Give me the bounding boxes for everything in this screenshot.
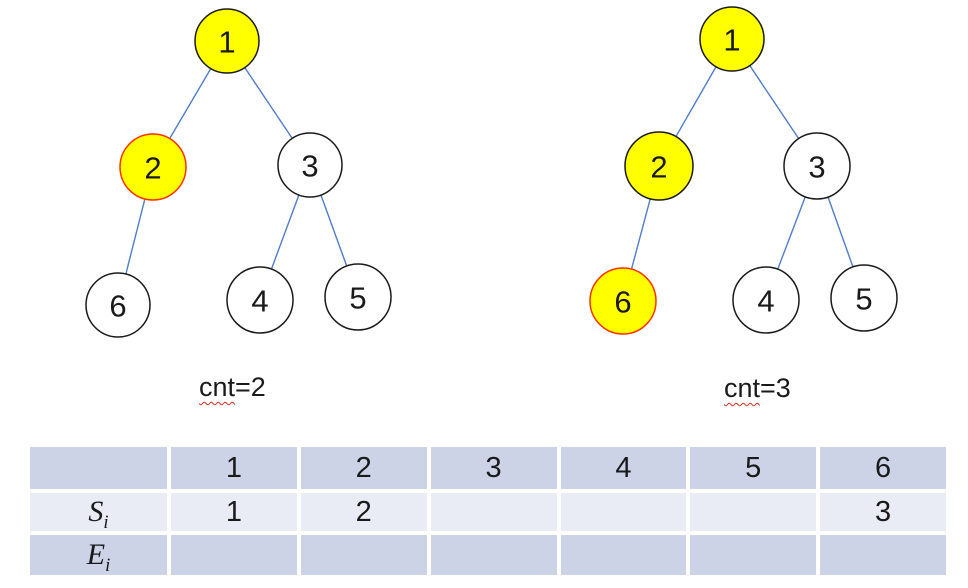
row-label-ei: Ei [30,535,167,575]
table-header-cell-5: 5 [690,447,817,489]
tree-node-label-1: 1 [218,25,235,60]
tree-node-circle-5 [830,264,898,332]
table-cell-si-1: 1 [171,493,297,531]
cnt-label-left: cnt=2 [199,372,266,403]
table-cell-ei-6 [820,535,946,575]
table-header-cell-3: 3 [430,447,557,489]
tree-node-circle-4 [732,266,800,334]
table-cell-ei-2 [300,535,427,575]
tree-node-label-3: 3 [301,149,318,184]
tree-node-circle-3 [783,132,851,200]
table-header-cell-2: 2 [300,447,427,489]
tree-node-circle-2 [624,131,694,201]
row-label-text: Ei [86,538,111,576]
tree-node-label-2: 2 [144,151,161,186]
tree-node-circle-5 [324,263,392,331]
tree-node-label-5: 5 [349,281,366,316]
table-header-cell-4: 4 [560,447,687,489]
table-cell-si-4 [560,493,687,531]
table-cell-ei-1 [171,535,297,575]
tree-node-label-2: 2 [650,150,667,185]
table-header-cell-corner [30,447,167,489]
tree-node-circle-6 [589,267,657,335]
table-cell-ei-5 [690,535,817,575]
tree-right-nodes: 1 2 3 6 4 5 [589,6,898,335]
tree-diagrams: 1 2 3 6 4 5 1 2 3 6 4 5 [85,6,898,338]
dp-table: 1 2 3 4 5 6 Si 1 2 3 Ei [30,447,946,575]
table-cell-si-3 [430,493,557,531]
cnt-value: =2 [235,372,266,402]
row-label-text: Si [88,495,109,533]
tree-node-label-4: 4 [251,284,268,319]
table-cell-si-5 [690,493,817,531]
table-cell-ei-4 [560,535,687,575]
tree-node-circle-1 [194,8,260,74]
table-cell-si-6: 3 [820,493,946,531]
table-header-cell-6: 6 [820,447,946,489]
cnt-label-right: cnt=3 [724,373,791,404]
tree-node-label-5: 5 [855,282,872,317]
tree-node-label-1: 1 [723,23,740,58]
tree-node-circle-4 [226,266,294,334]
tree-node-label-6: 6 [614,285,631,320]
row-label-si: Si [30,493,167,533]
table-cell-ei-3 [430,535,557,575]
tree-node-label-6: 6 [109,289,126,324]
tree-node-circle-1 [699,6,765,72]
tree-node-circle-6 [85,272,151,338]
cnt-word: cnt [724,373,761,403]
tree-node-label-4: 4 [757,284,774,319]
cnt-value: =3 [760,373,791,403]
table-header-cell-1: 1 [171,447,297,489]
tree-node-circle-2 [119,133,187,201]
tree-left-nodes: 1 2 3 6 4 5 [85,8,392,338]
tree-node-circle-3 [277,132,343,198]
tree-node-label-3: 3 [808,150,825,185]
cnt-word: cnt [199,372,236,402]
table-cell-si-2: 2 [300,493,427,531]
